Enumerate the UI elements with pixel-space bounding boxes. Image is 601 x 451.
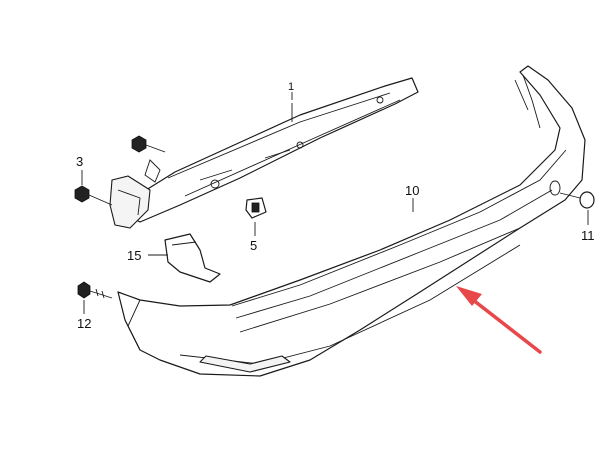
mounting-bracket <box>109 77 419 229</box>
label-12: 12 <box>77 316 91 331</box>
label-3: 3 <box>76 154 83 169</box>
cap-part <box>559 191 595 209</box>
red-arrow-pointer <box>456 286 542 354</box>
label-11: 11 <box>581 228 595 243</box>
cover-plate <box>164 233 221 283</box>
label-5: 5 <box>250 238 257 253</box>
bolt-upper <box>131 135 166 153</box>
screw <box>77 281 113 299</box>
label-1: 1 <box>288 81 294 93</box>
label-10: 10 <box>405 183 419 198</box>
clip-part <box>245 197 267 219</box>
bolt-left <box>74 185 113 206</box>
label-15: 15 <box>127 248 141 263</box>
bumper-cover <box>117 65 586 377</box>
